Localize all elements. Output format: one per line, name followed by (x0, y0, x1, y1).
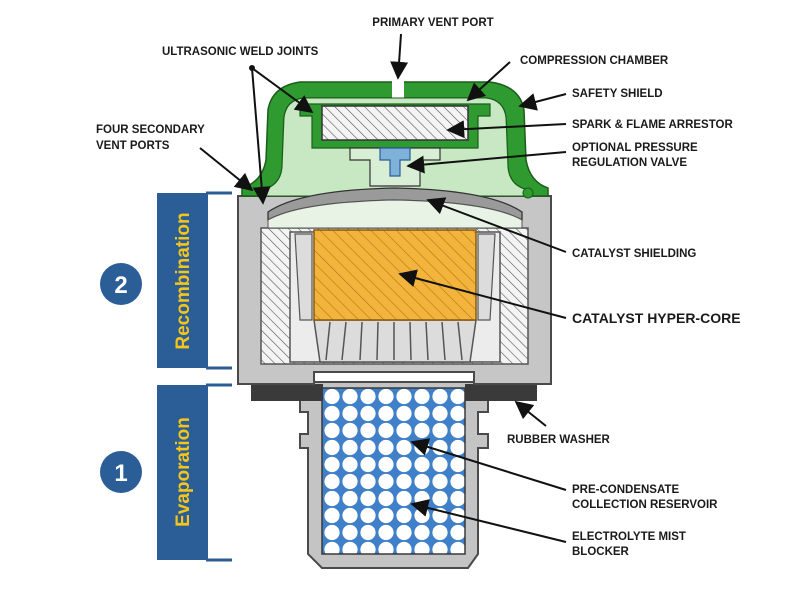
stage-label-evaporation: Evaporation (173, 417, 194, 527)
label-mist-blocker-line2: BLOCKER (572, 546, 630, 558)
rubber-washer-right (465, 384, 537, 401)
label-pre-condensate-line1: PRE-CONDENSATE (572, 484, 679, 496)
leader-arrows (199, 33, 567, 543)
vent-cap-cross-section (237, 80, 552, 569)
label-catalyst-shielding: CATALYST SHIELDING (572, 248, 696, 260)
stage-bar-evaporation (157, 385, 208, 560)
label-primary-vent-port: PRIMARY VENT PORT (372, 17, 493, 29)
label-ultrasonic-weld-joints: ULTRASONIC WELD JOINTS (162, 46, 319, 58)
label-safety-shield: SAFETY SHIELD (572, 88, 663, 100)
stage-number-circle-2 (100, 263, 142, 305)
stage-bar-recombination (157, 193, 208, 368)
stage-evaporation: Evaporation 1 (100, 383, 232, 562)
stage-recombination: Recombination 2 (100, 191, 232, 370)
spark-flame-arrestor (321, 105, 469, 141)
label-pre-condensate-line2: COLLECTION RESERVOIR (572, 499, 718, 511)
label-four-secondary-line2: VENT PORTS (96, 140, 170, 152)
label-optional-valve-line2: REGULATION VALVE (572, 157, 687, 169)
label-four-secondary-line1: FOUR SECONDARY (96, 124, 205, 136)
label-catalyst-hyper-core: CATALYST HYPER-CORE (572, 310, 741, 326)
label-compression-chamber: COMPRESSION CHAMBER (520, 55, 669, 67)
stage-number-1: 1 (114, 460, 127, 487)
stage-number-circle-1 (100, 451, 142, 493)
label-spark-flame-arrestor: SPARK & FLAME ARRESTOR (572, 119, 733, 131)
stage-number-2: 2 (114, 272, 127, 299)
primary-vent-port (392, 80, 404, 100)
pressure-regulation-valve (379, 147, 411, 177)
label-rubber-washer: RUBBER WASHER (507, 434, 611, 446)
catalyst-hyper-core (313, 229, 477, 321)
collection-reservoir (321, 387, 466, 555)
label-optional-valve-line1: OPTIONAL PRESSURE (572, 142, 698, 154)
rubber-washer-left (251, 384, 323, 401)
stage-label-recombination: Recombination (173, 212, 194, 349)
label-mist-blocker-line1: ELECTROLYTE MIST (572, 531, 686, 543)
